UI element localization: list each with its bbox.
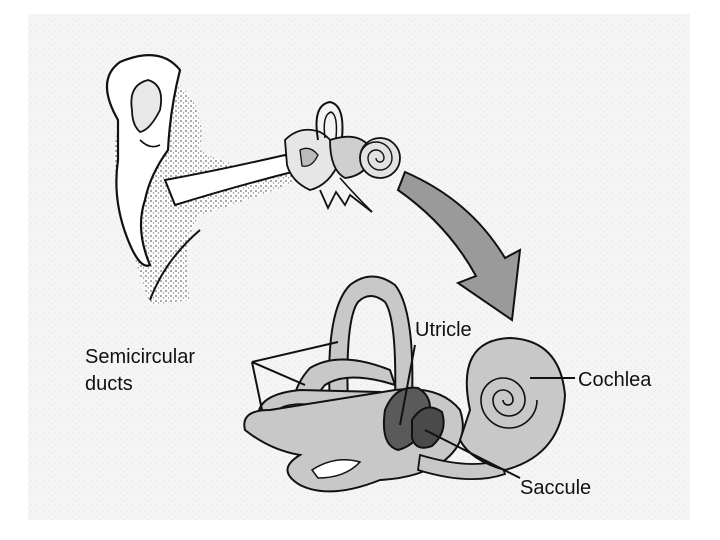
label-semicircular: Semicircular (85, 346, 195, 368)
cochlea-spiral (458, 336, 567, 472)
labyrinth-illustration (243, 275, 567, 493)
label-cochlea: Cochlea (578, 369, 652, 391)
leader-lines (251, 341, 575, 479)
magnification-arrow (396, 170, 522, 322)
label-saccule: Saccule (520, 477, 591, 499)
label-utricle: Utricle (415, 319, 472, 341)
head-and-ear-illustration (105, 54, 401, 305)
label-ducts: ducts (85, 373, 133, 395)
saccule-organ (411, 406, 445, 449)
